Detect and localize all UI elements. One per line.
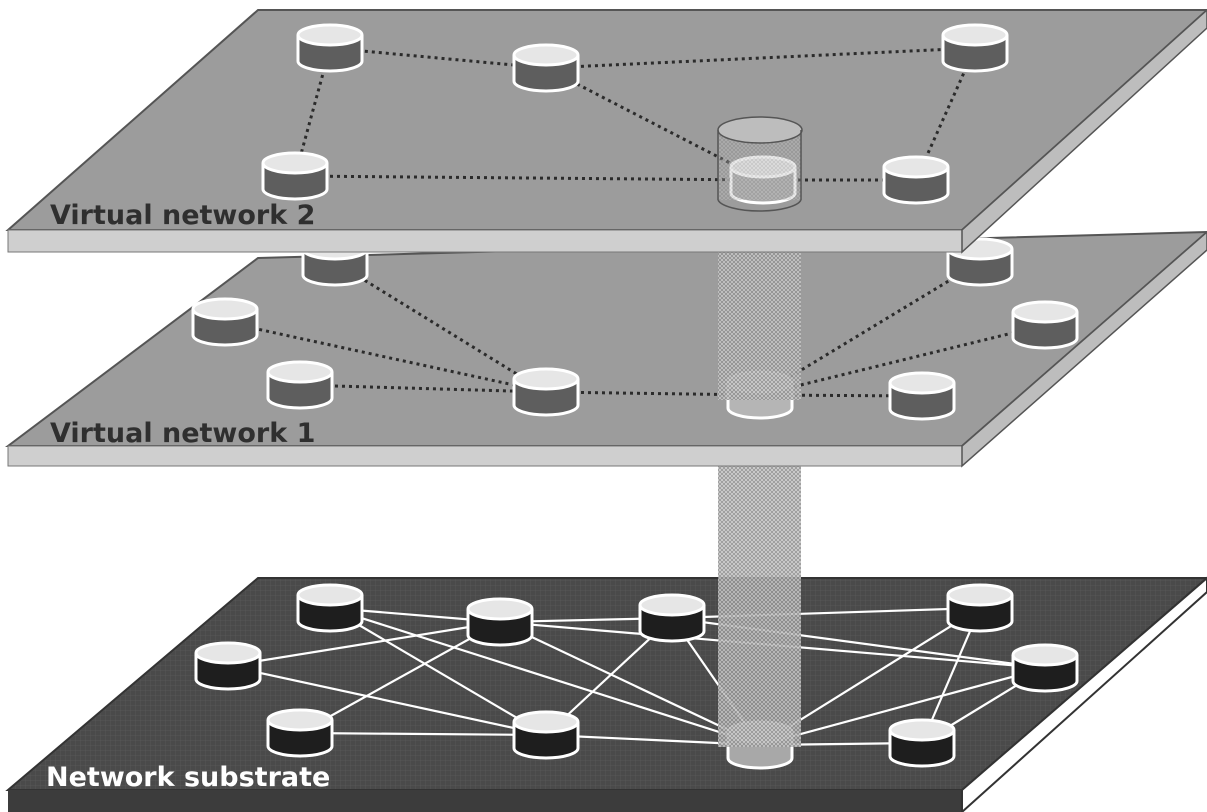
vn1-link xyxy=(545,390,761,397)
substrate-plane-front xyxy=(8,790,962,812)
substrate-node xyxy=(296,583,364,633)
vn1-node xyxy=(888,371,956,421)
substrate-node xyxy=(512,710,580,760)
vn2-plane-top xyxy=(5,9,1207,231)
substrate-link xyxy=(227,664,547,737)
substrate-node xyxy=(266,708,334,758)
substrate-node xyxy=(466,597,534,647)
substrate-link xyxy=(299,621,501,734)
vn1-link xyxy=(224,320,547,394)
substrate-link xyxy=(759,666,1046,747)
substrate-node xyxy=(946,583,1014,633)
vn1-node xyxy=(266,360,334,410)
vn2-plane-front xyxy=(7,229,963,253)
vn1-link xyxy=(299,383,547,394)
substrate-node xyxy=(638,593,706,643)
vn1-label: Virtual network 1 xyxy=(50,418,315,449)
substrate-label: Network substrate xyxy=(46,762,330,793)
substrate-link xyxy=(227,620,501,668)
vn2-node xyxy=(941,23,1009,73)
substrate-node xyxy=(888,718,956,768)
vn2-label: Virtual network 2 xyxy=(50,200,315,231)
substrate-node xyxy=(194,641,262,691)
vn1-node xyxy=(1011,300,1079,350)
vn1-node xyxy=(191,297,259,347)
virtual-network-2-layer: Virtual network 2 xyxy=(5,8,1207,254)
vn1-node xyxy=(512,367,580,417)
vn1-plane-front xyxy=(7,445,963,467)
vn2-link xyxy=(294,174,764,182)
virtual-network-1-layer: Virtual network 1 xyxy=(5,230,1207,468)
vn2-plane-side xyxy=(961,8,1207,254)
mapping-cylinder-lower xyxy=(718,465,801,747)
vn2-link xyxy=(329,46,547,70)
vn1-nodes xyxy=(191,237,1079,421)
vn2-node xyxy=(512,43,580,93)
vn2-node xyxy=(882,155,950,205)
vn1-plane-side xyxy=(961,231,1207,468)
vn1-node xyxy=(946,237,1014,287)
substrate-node xyxy=(1011,643,1079,693)
vn2-link xyxy=(545,46,976,70)
vn2-node xyxy=(261,151,329,201)
mapping-cylinder-top xyxy=(717,116,803,212)
vn2-node xyxy=(296,23,364,73)
substrate-plane-side xyxy=(961,576,1207,812)
mapping-cylinder-upper xyxy=(718,250,801,400)
substrate-layer: Network substrate xyxy=(5,576,1207,812)
substrate-link xyxy=(499,621,761,746)
substrate-link xyxy=(329,606,761,747)
substrate-link xyxy=(299,731,547,737)
substrate-link xyxy=(329,607,547,736)
